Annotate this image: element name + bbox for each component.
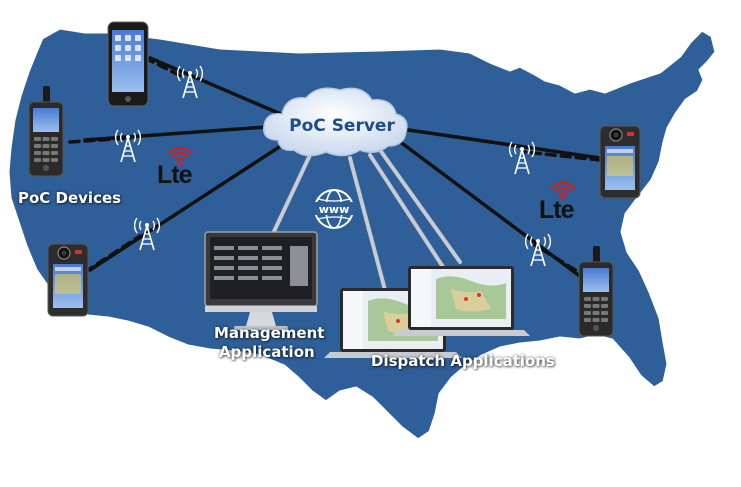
wan-links <box>268 148 462 292</box>
link-dispatch-3 <box>378 148 462 264</box>
management-label-line1: Management <box>214 324 325 342</box>
laptop-icon <box>392 266 530 336</box>
smartphone-icon <box>107 21 149 107</box>
cloud-icon <box>263 87 408 157</box>
lte-label-left: Lte <box>157 161 192 189</box>
link-management <box>268 153 312 242</box>
poc-devices-label: PoC Devices <box>18 189 122 207</box>
www-globe-icon: www <box>314 189 354 229</box>
dispatch-label: Dispatch Applications <box>371 352 555 370</box>
www-label: www <box>319 203 350 216</box>
management-label-line2: Application <box>219 343 315 361</box>
link-dispatch-2 <box>368 153 447 272</box>
lte-label-right: Lte <box>539 196 574 224</box>
link-bodycam-right <box>393 126 602 160</box>
desktop-monitor-icon <box>204 231 318 330</box>
usa-map <box>6 26 718 442</box>
link-radio-right <box>393 136 587 282</box>
link-dispatch-1 <box>348 156 387 292</box>
bodycam-device-icon <box>599 125 641 199</box>
link-phone <box>148 56 292 120</box>
poc-server-label: PoC Server <box>289 116 395 136</box>
bodycam-device-icon <box>47 243 89 317</box>
